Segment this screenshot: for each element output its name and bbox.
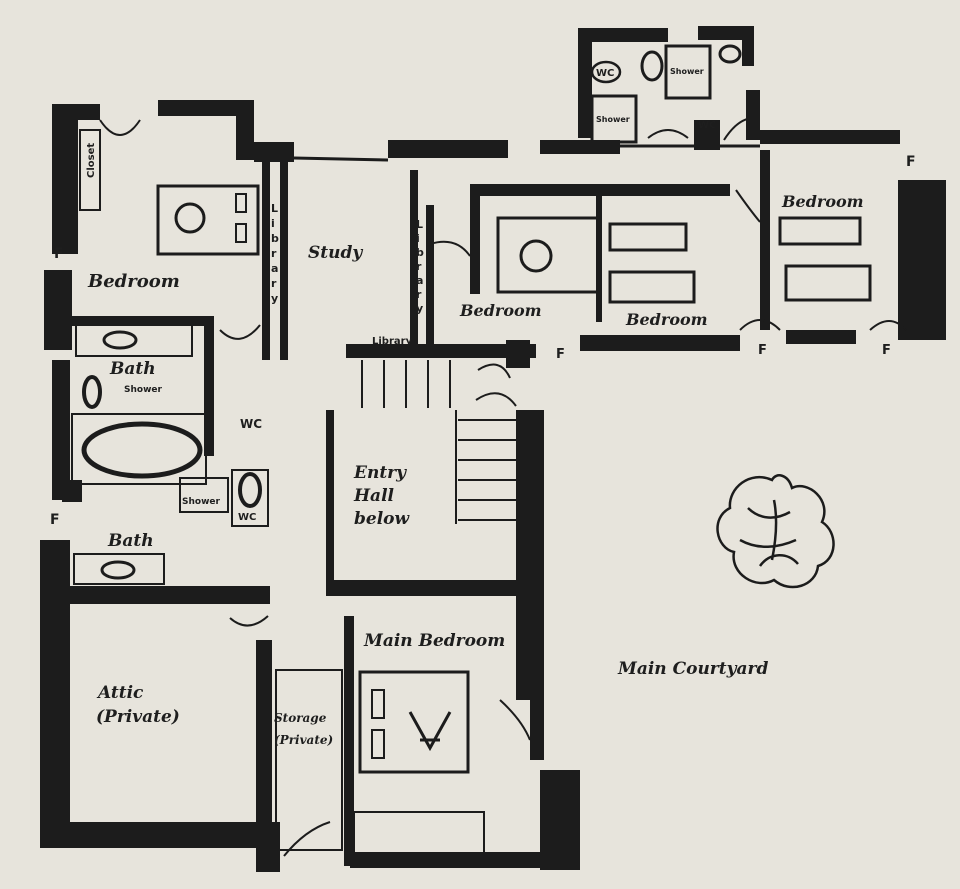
library-right-letter: a bbox=[416, 274, 423, 287]
library-label-vertical-right: Library bbox=[416, 218, 424, 315]
bed-mid-icon bbox=[519, 239, 553, 273]
room-label-entry-hall-2: Hall bbox=[353, 486, 395, 506]
fireplace-label-3: F bbox=[556, 347, 565, 362]
library-right-letter: y bbox=[416, 302, 423, 315]
room-label-attic-2: (Private) bbox=[96, 707, 180, 727]
shower-label-top-1: Shower bbox=[670, 67, 704, 76]
library-right-letter: r bbox=[416, 288, 422, 301]
fireplace-label-5: F bbox=[882, 343, 891, 358]
furniture bbox=[71, 44, 907, 857]
shower-label-top-2: Shower bbox=[596, 115, 630, 124]
room-label-bath-lower: Bath bbox=[107, 531, 154, 551]
library-right-letter: i bbox=[416, 232, 420, 245]
wc-label-1: WC bbox=[240, 417, 262, 431]
wc-label-3: WC bbox=[596, 68, 614, 79]
room-label-bedroom-nw: Bedroom bbox=[87, 271, 180, 292]
fireplace-label-1: F bbox=[54, 246, 64, 262]
room-label-storage-2: (Private) bbox=[274, 733, 333, 747]
library-right-letter: r bbox=[416, 260, 422, 273]
room-label-entry-hall-3: below bbox=[354, 509, 410, 529]
room-label-bedroom-ne: Bedroom bbox=[781, 192, 864, 211]
library-label-horizontal: Library bbox=[372, 336, 413, 347]
fireplace-label-6: F bbox=[906, 154, 916, 170]
room-label-bath-upper: Bath bbox=[109, 359, 156, 379]
library-left-letter: y bbox=[271, 292, 278, 305]
room-label-bedroom-mid2: Bedroom bbox=[625, 310, 708, 329]
library-left-letter: a bbox=[271, 262, 278, 275]
fireplace-label-4: F bbox=[758, 343, 767, 358]
room-label-storage-1: Storage bbox=[274, 711, 327, 725]
room-label-attic-1: Attic bbox=[96, 683, 144, 703]
bed-main-icon bbox=[408, 711, 452, 752]
room-label-bedroom-mid: Bedroom bbox=[459, 301, 542, 320]
shower-label-lower: Shower bbox=[182, 497, 220, 507]
library-right-letter: b bbox=[416, 246, 424, 259]
library-left-letter: L bbox=[271, 202, 278, 215]
library-right-letter: L bbox=[416, 218, 423, 231]
library-label-vertical-left: Library bbox=[271, 202, 279, 305]
library-left-letter: r bbox=[271, 277, 277, 290]
fireplace-label-2: F bbox=[50, 512, 60, 528]
walls bbox=[40, 26, 946, 872]
tree-icon bbox=[716, 474, 835, 589]
wc-label-2: WC bbox=[238, 512, 256, 523]
room-label-entry-hall-1: Entry bbox=[353, 463, 407, 483]
shower-label-upper: Shower bbox=[124, 385, 162, 395]
room-label-study: Study bbox=[308, 243, 363, 263]
library-left-letter: b bbox=[271, 232, 279, 245]
room-label-main-courtyard: Main Courtyard bbox=[617, 659, 768, 679]
bathtub-icon bbox=[81, 421, 203, 479]
room-label-main-bedroom: Main Bedroom bbox=[363, 631, 505, 651]
wc-label-4: WC bbox=[698, 120, 716, 131]
library-left-letter: i bbox=[271, 217, 275, 230]
bed-nw-icon bbox=[174, 202, 206, 234]
wc-top-1-icon bbox=[590, 60, 622, 84]
library-left-letter: r bbox=[271, 247, 277, 260]
closet-label: Closet bbox=[86, 143, 97, 178]
